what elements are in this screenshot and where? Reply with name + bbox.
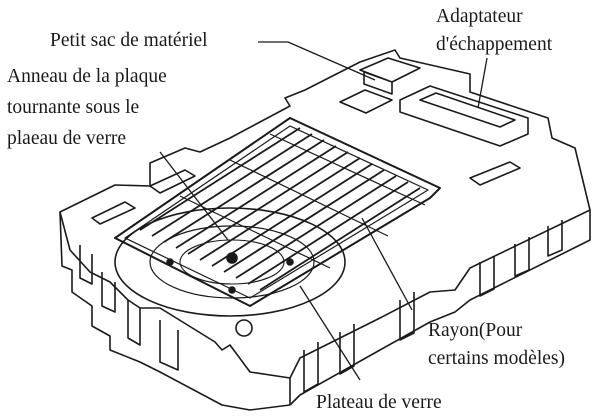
right-wall-notch — [399, 292, 415, 341]
turntable-ring-inner — [179, 239, 285, 285]
roller — [228, 286, 236, 294]
leader-glass-tray — [299, 285, 361, 381]
leader-small-bag — [258, 41, 376, 81]
foam-tray-top — [59, 49, 591, 379]
label-small-bag: Petit sac de matériel — [50, 30, 208, 51]
leader-turntable-ring — [159, 151, 229, 241]
right-wall-notch — [479, 256, 495, 297]
left-wall-notch — [101, 272, 116, 313]
exhaust-adapter-part — [419, 92, 516, 128]
small-bag-compartment — [359, 57, 421, 95]
label-exhaust-adapter-line1: Adaptateur — [436, 6, 523, 27]
roller — [286, 258, 294, 266]
right-wall-notch — [339, 324, 355, 375]
rack-frame — [114, 117, 441, 307]
label-exhaust-adapter-line2: d'échappement — [436, 34, 553, 55]
foam-slot — [91, 201, 136, 225]
right-wall-notch — [547, 220, 563, 257]
rack-cross-wires — [179, 133, 426, 269]
label-rack-line1: Rayon(Pour — [428, 320, 523, 341]
foam-hole — [235, 319, 253, 337]
left-wall-notch — [79, 245, 93, 285]
foam-slot — [339, 89, 393, 114]
left-wall-notch — [127, 300, 141, 346]
leader-exhaust-adapter — [477, 57, 488, 109]
turntable-ring — [149, 225, 315, 299]
label-turntable-ring-line2: tournante sous le — [7, 97, 140, 118]
glass-tray — [114, 207, 346, 317]
label-glass-tray: Plateau de verre — [316, 392, 442, 413]
label-turntable-ring-line3: plaeau de verre — [7, 128, 127, 149]
turntable-hub — [226, 252, 238, 264]
foam-slot — [469, 161, 521, 186]
foam-slot — [149, 169, 196, 194]
exhaust-adapter-compartment — [399, 85, 529, 147]
label-turntable-ring-line1: Anneau de la plaque — [7, 66, 167, 87]
leader-lines — [159, 41, 488, 381]
label-rack-line2: certains modèles) — [428, 348, 565, 369]
roller — [166, 258, 174, 266]
leader-rack — [361, 217, 413, 311]
foam-tray-left-wall — [59, 211, 291, 411]
right-wall-notch — [303, 342, 319, 393]
rack-frame-inner — [124, 125, 429, 299]
right-wall-notch — [514, 237, 530, 277]
left-wall-notch — [159, 320, 179, 371]
